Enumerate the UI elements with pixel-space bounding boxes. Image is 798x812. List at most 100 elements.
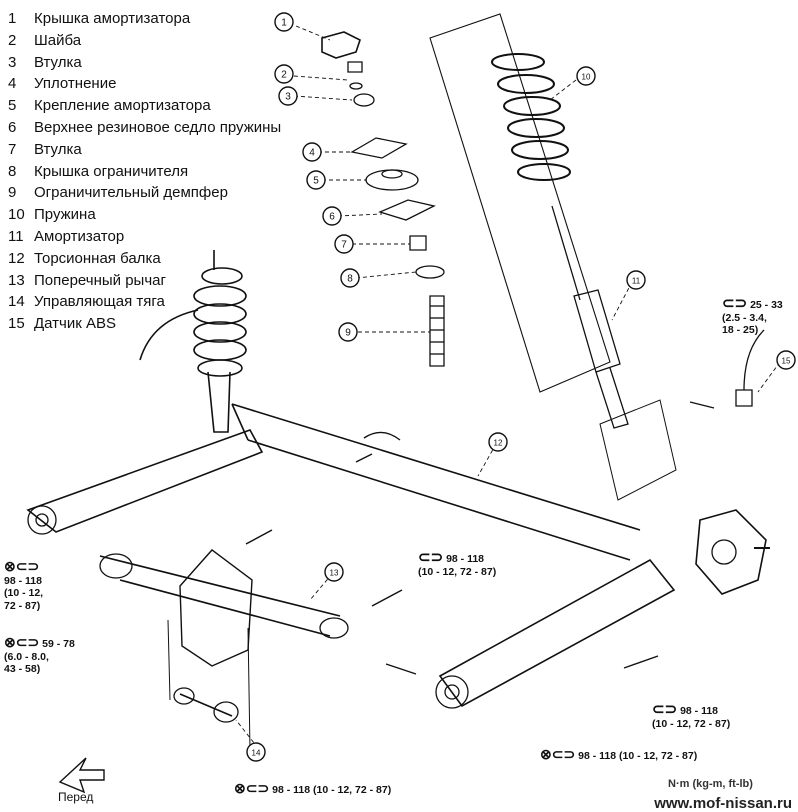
legend-label: Амортизатор (34, 227, 125, 245)
callout-14: 14 (246, 742, 266, 762)
bushing-top (347, 61, 363, 73)
legend-number: 14 (8, 293, 25, 311)
legend-label: Втулка (34, 140, 82, 158)
spring-frame (429, 13, 611, 393)
control-rod (179, 693, 233, 717)
abs-sensor (735, 329, 765, 407)
right-trailing-arm (438, 558, 676, 708)
torque-value: 98 - 118(10 - 12, 72 - 87) (418, 553, 497, 578)
callout-number: 2 (281, 70, 287, 81)
torque-value: 98 - 118(10 - 12,72 - 87) (4, 574, 44, 612)
legend-label: Крепление амортизатора (34, 97, 211, 115)
legend-number: 11 (8, 227, 24, 245)
callout-1: 1 (274, 12, 294, 32)
front-label: Перед (58, 790, 94, 804)
legend-label: Крышка амортизатора (34, 10, 191, 27)
torque-value: 98 - 118(10 - 12, 72 - 87) (652, 705, 731, 730)
callout-2: 2 (274, 64, 294, 84)
callout-6: 6 (322, 206, 342, 226)
callout-9: 9 (338, 322, 358, 342)
watermark: www.mof-nissan.ru (654, 795, 792, 812)
callout-number: 11 (632, 277, 641, 286)
callout-7: 7 (334, 234, 354, 254)
legend-label: Пружина (34, 206, 96, 224)
callout-number: 7 (341, 240, 347, 251)
legend-label: Управляющая тяга (34, 293, 165, 311)
bushing (353, 93, 375, 107)
legend-number: 3 (8, 53, 17, 71)
legend-label: Верхнее резиновое седло пружины (34, 118, 282, 136)
legend-item: 8 Крышка ограничителя (8, 161, 281, 183)
legend-number: 7 (8, 140, 17, 158)
legend-item: 2 Шайба (8, 30, 281, 52)
callout-5: 5 (306, 170, 326, 190)
legend-number: 12 (8, 249, 25, 267)
torque-value: 25 - 33(2.5 - 3.4,18 - 25) (722, 299, 783, 336)
callout-number: 15 (782, 357, 791, 366)
left-trailing-arm (26, 429, 264, 533)
callout-number: 13 (330, 569, 339, 578)
legend-number: 15 (8, 315, 25, 333)
legend-item: 12 Торсионная балка (8, 248, 281, 270)
lateral-link (99, 555, 341, 637)
callout-8: 8 (340, 268, 360, 288)
callout-4: 4 (302, 142, 322, 162)
callout-number: 5 (313, 176, 319, 187)
coil-spring (491, 53, 571, 181)
callout-number: 3 (285, 92, 291, 103)
bushing-2 (409, 235, 427, 251)
torque-lateral-link-body: ⊂⊃ 98 - 118(10 - 12, 72 - 87) (418, 549, 497, 578)
torque-bracket: ⊗⊂⊃ 59 - 78(6.0 - 8.0,43 - 58) (4, 634, 75, 675)
washer (349, 82, 363, 90)
legend-item: 1 Крышка амортизатора (8, 8, 281, 30)
legend-item: 4 Уплотнение (8, 73, 281, 95)
callout-number: 4 (309, 148, 315, 159)
legend-item: 5 Крепление амортизатора (8, 95, 281, 117)
legend-label: Торсионная балка (34, 249, 161, 267)
legend-number: 10 (8, 206, 25, 224)
callout-12: 12 (488, 432, 508, 452)
shock-frame (599, 399, 677, 501)
torque-value: 98 - 118 (10 - 12, 72 - 87) (272, 784, 392, 796)
callout-13: 13 (324, 562, 344, 582)
legend-number: 13 (8, 271, 25, 289)
units-label: N·m (kg-m, ft-lb) (668, 778, 753, 790)
legend-number: 5 (8, 97, 17, 115)
legend-item: 7 Втулка (8, 139, 281, 161)
legend-number: 2 (8, 31, 17, 49)
legend-label: Втулка (34, 53, 82, 71)
legend-item: 14 Управляющая тяга (8, 291, 281, 313)
callout-10: 10 (576, 66, 596, 86)
bump-stop-cap (415, 265, 445, 279)
legend-label: Шайба (34, 31, 82, 49)
seal (350, 137, 408, 159)
bolts (245, 401, 715, 675)
torque-hub: ⊂⊃ 98 - 118(10 - 12, 72 - 87) (652, 701, 731, 730)
legend-number: 1 (8, 10, 17, 27)
legend-item: 15 Датчик ABS (8, 313, 281, 335)
callout-number: 12 (494, 439, 503, 448)
legend-label: Датчик ABS (34, 315, 116, 333)
legend-item: 3 Втулка (8, 52, 281, 74)
legend-label: Уплотнение (34, 75, 117, 93)
torque-abs-sensor: ⊂⊃ 25 - 33(2.5 - 3.4,18 - 25) (722, 295, 783, 336)
torque-trailing-arm: ⊗⊂⊃ 98 - 118 (10 - 12, 72 - 87) (540, 746, 698, 762)
legend-number: 8 (8, 162, 17, 180)
legend-label: Ограничительный демпфер (34, 184, 228, 202)
front-arrow (58, 757, 105, 794)
torque-control-rod: ⊗⊂⊃ 98 - 118 (10 - 12, 72 - 87) (234, 780, 392, 796)
legend-number: 9 (8, 184, 17, 202)
legend-label: Поперечный рычаг (34, 271, 166, 289)
callout-3: 3 (278, 86, 298, 106)
legend-number: 4 (8, 75, 17, 93)
torsion-beam (231, 403, 641, 561)
legend-item: 10 Пружина (8, 204, 281, 226)
callout-number: 8 (347, 274, 353, 285)
callout-number: 14 (252, 749, 261, 758)
callout-number: 10 (582, 73, 591, 82)
body-bracket (179, 549, 253, 667)
torque-lateral-link-left: ⊗⊂⊃98 - 118(10 - 12,72 - 87) (4, 558, 44, 612)
legend-label: Крышка ограничителя (34, 162, 189, 180)
